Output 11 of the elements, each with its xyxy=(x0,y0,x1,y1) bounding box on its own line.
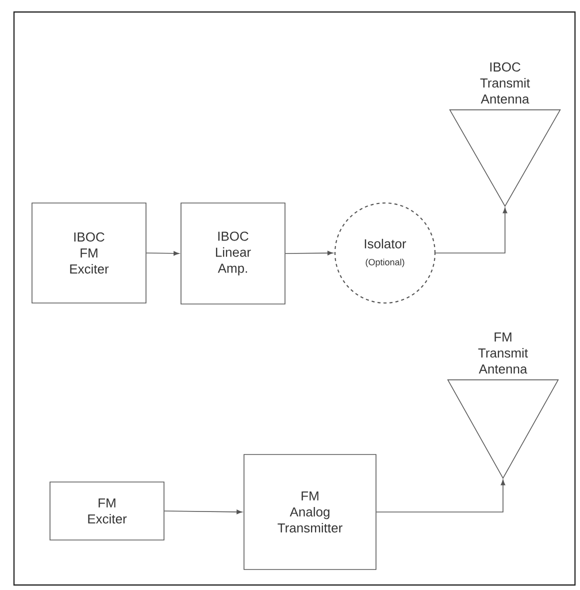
process-box: IBOC Linear Amp. xyxy=(180,202,286,304)
process-box: FM Analog Transmitter xyxy=(244,454,376,570)
arrow xyxy=(285,250,334,256)
arrow xyxy=(146,251,180,256)
arrow xyxy=(164,510,242,514)
antenna-label: FM Transmit Antenna xyxy=(478,332,528,374)
process-box: IBOC FM Exciter xyxy=(32,202,146,304)
arrow xyxy=(376,480,506,512)
antenna-label: IBOC Transmit Antenna xyxy=(480,62,530,104)
process-box: FM Exciter xyxy=(50,482,164,540)
arrow xyxy=(435,208,508,254)
